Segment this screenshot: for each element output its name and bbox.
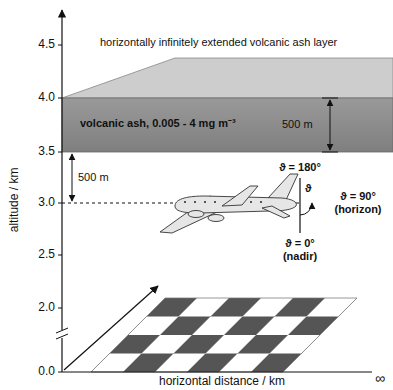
tick-label: 3.5 <box>38 145 55 159</box>
axis-title: altitude / km <box>8 168 22 233</box>
tick-label: 3.0 <box>38 196 55 210</box>
tick-label: 2.5 <box>38 248 55 262</box>
angle-label: ϑ = 180° <box>279 161 321 174</box>
ash-layer: horizontally infinitely extended volcani… <box>62 98 393 152</box>
axis-title: horizontal distance / km <box>159 375 285 389</box>
layer-heading: horizontally infinitely extended volcani… <box>100 36 337 49</box>
tick-label: 0.0 <box>38 365 55 379</box>
angle-label: ϑ = 90° (horizon) <box>329 190 387 215</box>
tick-label: 4.0 <box>38 91 55 105</box>
tick-label: 4.5 <box>38 38 55 52</box>
tick-label: 2.0 <box>38 301 55 315</box>
infinity-symbol: ∞ <box>375 370 385 386</box>
angle-symbol: ϑ <box>305 182 311 195</box>
angle-label: ϑ = 0° (nadir) <box>273 237 327 262</box>
dimension: 500 m <box>78 171 109 184</box>
dimension: 500 m <box>282 118 313 131</box>
layer-text: volcanic ash, 0.005 - 4 mg m⁻³ <box>80 117 236 130</box>
